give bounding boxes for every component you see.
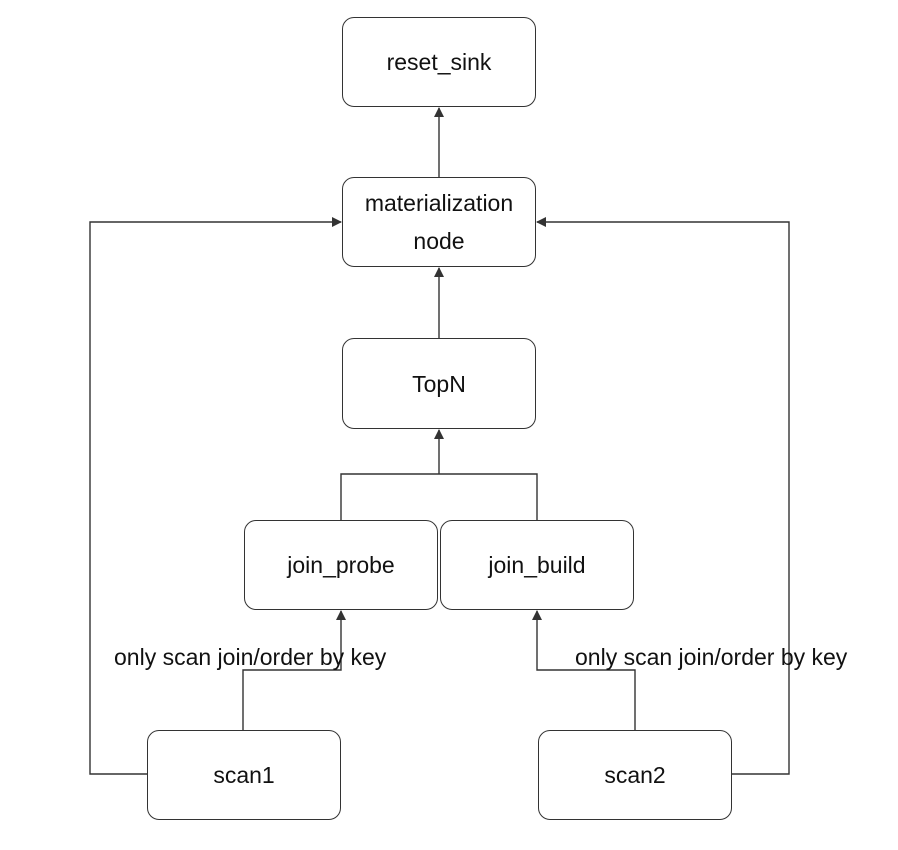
edge-label-left: only scan join/order by key (114, 644, 387, 670)
join-probe-label: join_probe (287, 552, 395, 578)
join-build-node: join_build (440, 520, 634, 610)
edge-scan1-to-materialization (89, 217, 342, 775)
reset-sink-node: reset_sink (342, 17, 536, 107)
edge-joins-to-topn (340, 430, 538, 520)
topn-node: TopN (342, 338, 536, 429)
edge-scan2-to-materialization (536, 217, 790, 775)
edge-scan1-to-join-probe (242, 610, 346, 730)
edge-label-right: only scan join/order by key (575, 644, 848, 670)
join-build-label: join_build (488, 552, 586, 578)
scan1-label: scan1 (213, 762, 275, 788)
materialization-label: materialization node (364, 190, 514, 254)
join-probe-node: join_probe (244, 520, 438, 610)
topn-label: TopN (412, 370, 466, 397)
scan2-label: scan2 (604, 762, 666, 788)
reset-sink-label: reset_sink (386, 49, 492, 75)
edge-scan2-to-join-build (532, 610, 636, 730)
materialization-node: materialization node (342, 177, 536, 267)
scan2-node: scan2 (538, 730, 732, 820)
scan1-node: scan1 (147, 730, 341, 820)
